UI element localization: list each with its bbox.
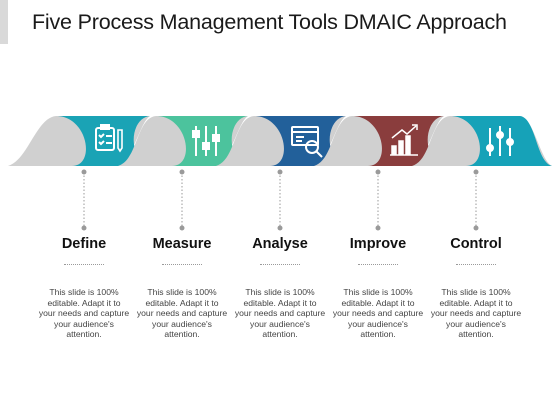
connector-dot (277, 225, 283, 231)
step-description: This slide is 100% editable. Adapt it to… (136, 287, 228, 340)
step-divider (162, 264, 202, 265)
connector-dot (179, 169, 185, 175)
connectors (81, 169, 479, 231)
step-description: This slide is 100% editable. Adapt it to… (430, 287, 522, 340)
connector-dot (81, 225, 87, 231)
step-divider (358, 264, 398, 265)
step-description: This slide is 100% editable. Adapt it to… (332, 287, 424, 340)
connector-dot (179, 225, 185, 231)
step-label: Define (61, 236, 107, 252)
step-label: Analyse (252, 236, 308, 252)
connector-dot (81, 169, 87, 175)
step-label: Control (450, 236, 502, 252)
step-label: Measure (152, 236, 212, 252)
connector-dot (375, 169, 381, 175)
sliders-icon (192, 126, 220, 156)
connector-dot (473, 169, 479, 175)
accent-bar (0, 0, 8, 44)
checklist-clipboard-icon (95, 124, 123, 153)
step-description: This slide is 100% editable. Adapt it to… (38, 287, 130, 340)
step-label: Improve (349, 236, 407, 252)
step-description: This slide is 100% editable. Adapt it to… (234, 287, 326, 340)
connector-dot (277, 169, 283, 175)
control-sliders-icon (486, 126, 514, 156)
connector-dot (473, 225, 479, 231)
page-title: Five Process Management Tools DMAIC Appr… (32, 10, 507, 34)
browser-magnifier-icon (291, 126, 323, 158)
step-divider (260, 264, 300, 265)
step-divider (456, 264, 496, 265)
connector-dot (375, 225, 381, 231)
step-divider (64, 264, 104, 265)
growth-bar-chart-icon (390, 124, 418, 156)
